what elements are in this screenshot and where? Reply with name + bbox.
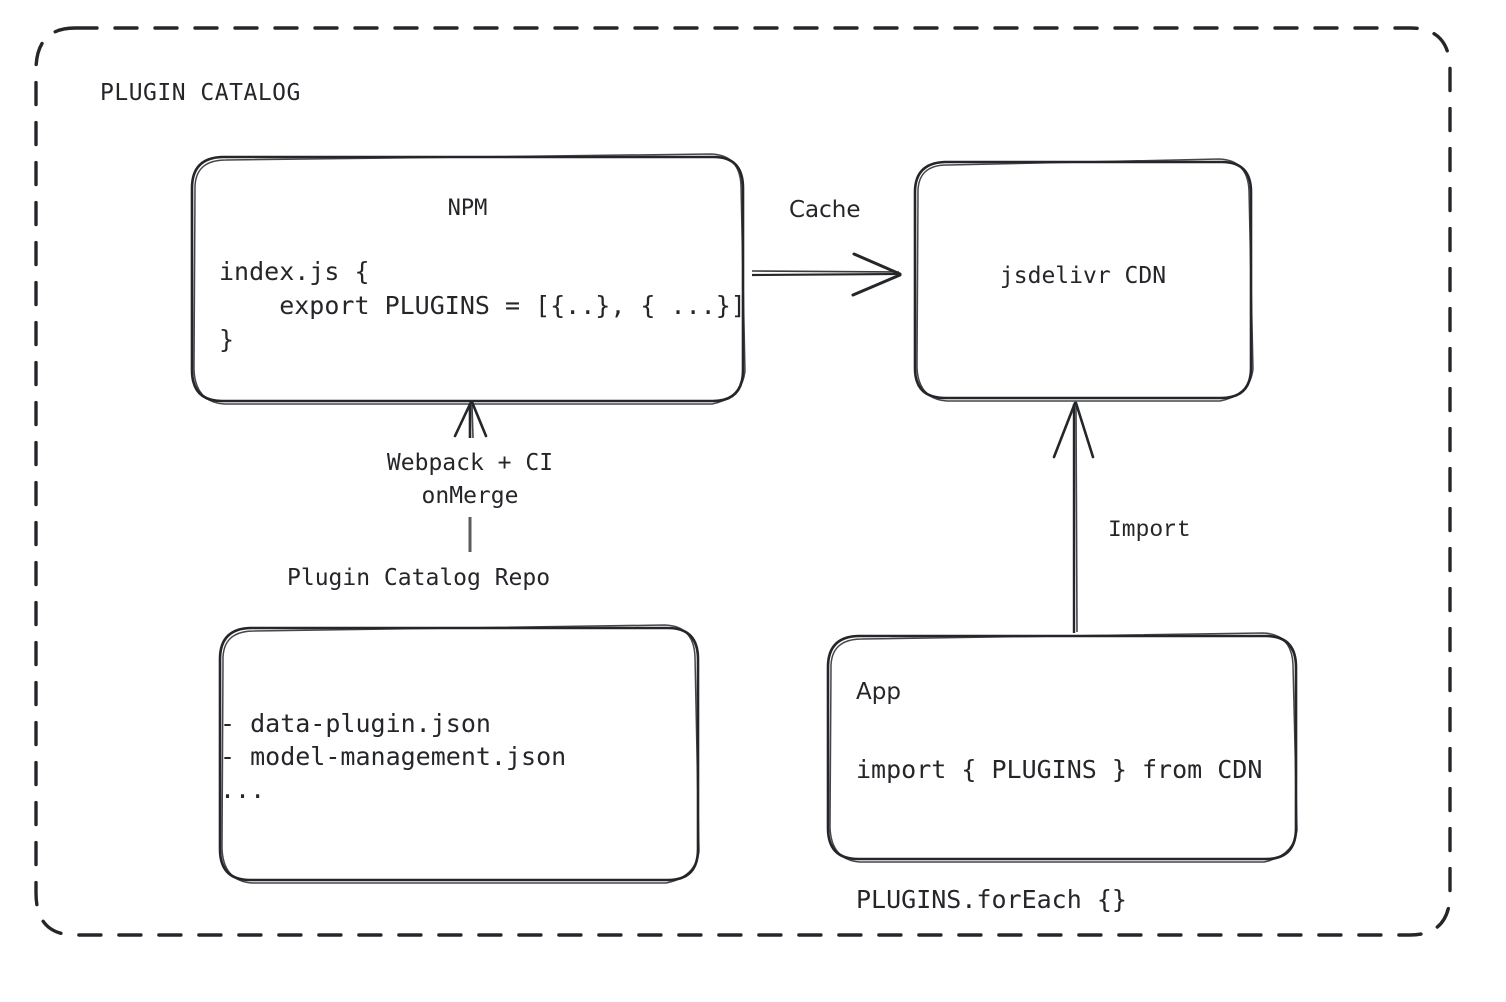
import-arrow	[1052, 401, 1095, 633]
repo-node-label: Plugin Catalog Repo	[287, 565, 551, 591]
cache-edge-label: Cache	[789, 197, 861, 223]
npm-node-title: NPM	[447, 196, 488, 221]
app-node-code: import { PLUGINS } from CDN PLUGINS.forE…	[856, 755, 1263, 914]
build-edge-label: Webpack + CI onMerge	[386, 450, 554, 509]
cdn-node-title: jsdelivr CDN	[999, 263, 1167, 289]
cache-arrow	[751, 252, 902, 297]
import-edge-label: Import	[1108, 517, 1191, 543]
repo-node-items: - data-plugin.json - model-management.js…	[220, 709, 567, 804]
container-title: PLUGIN CATALOG	[100, 80, 301, 106]
npm-node-code: index.js { export PLUGINS = [{..}, { ...…	[219, 257, 746, 354]
app-node-title: App	[856, 679, 901, 705]
